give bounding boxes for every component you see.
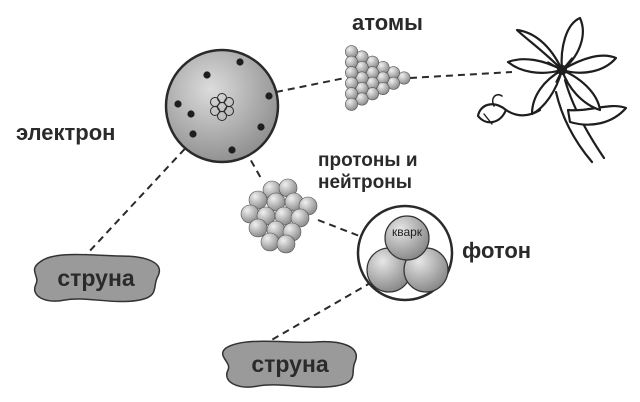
nucleus-small (210, 93, 234, 121)
nucleon-ball (260, 232, 280, 252)
connector-nucleons-quarks (317, 219, 363, 238)
quark-ball-top (384, 215, 430, 261)
atom-ball (344, 97, 358, 111)
atoms-label: атомы (352, 10, 423, 35)
connector-electron-atoms (275, 77, 346, 93)
nucleon-ball (290, 208, 310, 228)
string-label-left: струна (57, 265, 134, 291)
connector-quarks-string (267, 281, 373, 343)
protons-label: протоны и (318, 150, 418, 171)
atom-ball (386, 76, 400, 90)
nucleon-ball (276, 234, 296, 254)
atom-ball (365, 87, 379, 101)
electron-sphere (164, 48, 280, 164)
connector-atoms-flower (409, 71, 513, 79)
atom-ball (376, 82, 390, 96)
string-blob-left: струна (33, 253, 161, 303)
connector-electron-string (85, 139, 194, 256)
flower-illustration (476, 16, 628, 164)
nucleon-ball (248, 218, 268, 238)
neutrons-label: нейтроны (318, 172, 412, 193)
quark-label: кварк (392, 225, 423, 239)
photon-label: фотон (462, 238, 531, 263)
string-label-bottom: струна (251, 351, 328, 377)
electron-dots (174, 58, 273, 154)
atoms-triangle (344, 45, 411, 111)
electron-label: электрон (16, 120, 115, 145)
string-blob-bottom: струна (221, 340, 358, 388)
quark-circle: кварк (356, 204, 454, 302)
atom-ball (355, 92, 369, 106)
nucleon-cluster (240, 178, 318, 254)
atom-ball (397, 71, 411, 85)
